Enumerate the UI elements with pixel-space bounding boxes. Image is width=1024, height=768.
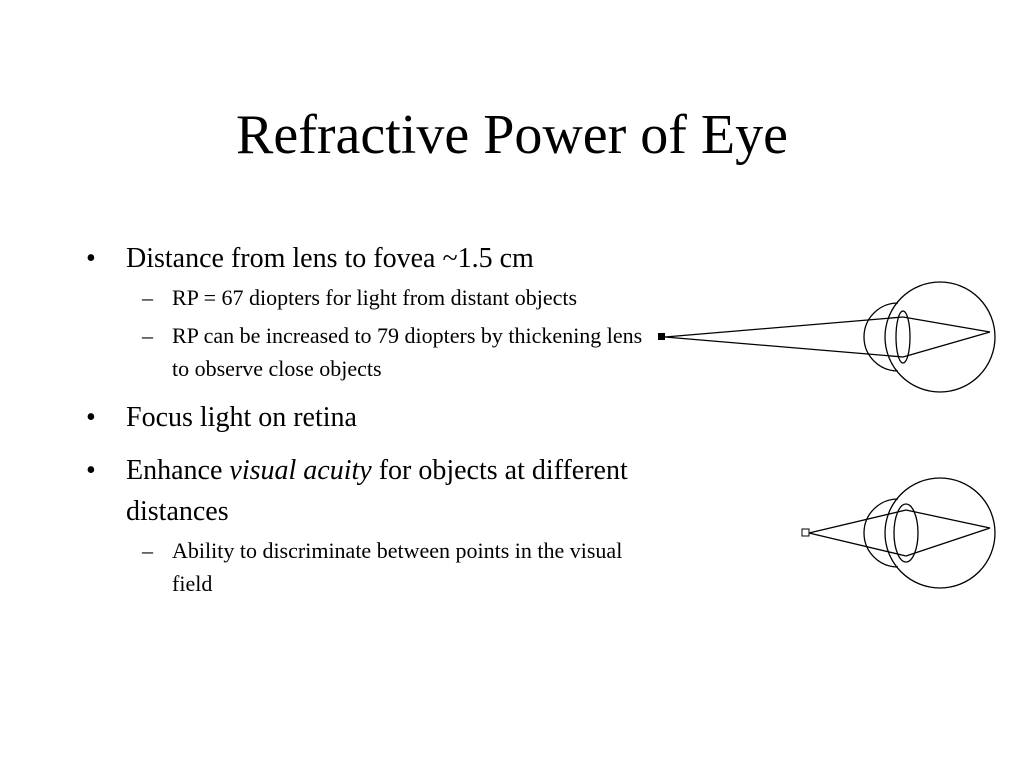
eye-distant-object [658,281,996,393]
light-ray [664,336,904,358]
eye-near-object [801,477,996,589]
bullet-list: • Distance from lens to fovea ~1.5 cm – … [86,238,656,600]
bullet-item-visual-acuity: • Enhance visual acuity for objects at d… [86,450,656,600]
sub-bullet-marker: – [142,285,153,310]
refracted-ray [902,331,991,358]
refracted-ray [902,316,991,333]
sub-item-text: RP = 67 diopters for light from distant … [172,285,578,310]
sub-item-acuity-definition: – Ability to discriminate between points… [126,534,656,600]
refracted-ray [905,509,991,529]
bullet-marker: • [86,402,96,433]
eyeball-outline [884,281,996,393]
eye-lens-thin [895,310,911,364]
sub-bullet-list: – RP = 67 diopters for light from distan… [126,281,656,385]
sub-item-text: RP can be increased to 79 diopters by th… [172,323,643,381]
bullet-text: Distance from lens to fovea ~1.5 cm [126,243,534,274]
light-ray [808,532,907,557]
bullet-marker: • [86,243,96,274]
bullet-item-lens-distance: • Distance from lens to fovea ~1.5 cm – … [86,238,656,385]
eyeball-outline [884,477,996,589]
bullet-marker: • [86,455,96,486]
bullet-text-emphasis: visual acuity [229,455,372,486]
near-object-marker [801,528,810,537]
sub-item-close-objects: – RP can be increased to 79 diopters by … [126,319,656,385]
slide-title: Refractive Power of Eye [236,104,788,166]
bullet-text-after: for objects at different distances [126,455,628,527]
refracted-ray [905,527,991,557]
eye-focusing-diagram [658,281,996,589]
sub-bullet-marker: – [142,538,153,563]
distant-object-marker [658,333,665,340]
cornea-bulge [863,302,899,372]
light-ray [808,509,907,534]
sub-item-text: Ability to discriminate between points i… [172,538,623,596]
bullet-text-before: Enhance [126,455,230,486]
cornea-bulge [863,498,899,568]
light-ray [664,316,904,338]
sub-bullet-list: – Ability to discriminate between points… [126,534,656,600]
bullet-text: Focus light on retina [126,402,357,433]
eye-lens-thick [893,503,919,563]
sub-bullet-marker: – [142,323,153,348]
sub-item-distant-objects: – RP = 67 diopters for light from distan… [126,281,656,314]
bullet-item-focus-light: • Focus light on retina [86,397,656,438]
